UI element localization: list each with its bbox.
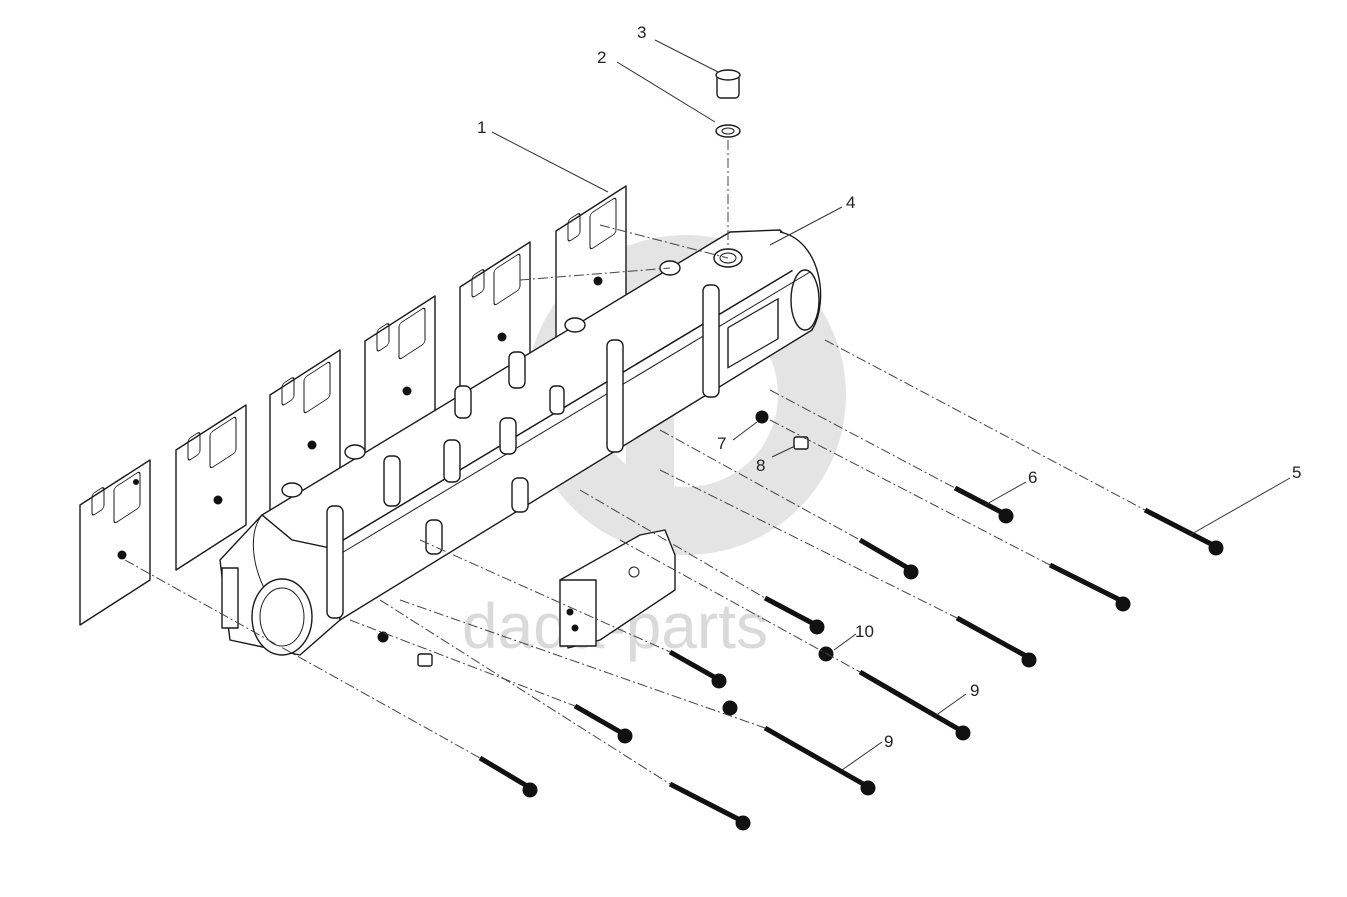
bolt [955,615,1037,668]
callout-9b: 9 [884,732,893,751]
bolt [858,537,919,580]
stud-8 [793,436,809,450]
stud [417,653,433,667]
bolts [377,410,1224,831]
callout-10: 10 [855,622,874,641]
bolt [668,649,727,689]
nut [377,631,389,643]
bolt-9 [858,669,971,741]
callout-3: 3 [637,23,646,42]
bolt-6 [953,485,1014,524]
washer [715,124,741,138]
nut [722,700,738,716]
nut-7 [755,410,769,424]
bolt [1048,562,1131,612]
callout-9a: 9 [970,681,979,700]
callout-6: 6 [1028,468,1037,487]
gasket [175,404,247,571]
exhaust-manifold [219,229,822,656]
bolt [668,781,751,831]
nut-10 [818,646,834,662]
callout-2: 2 [597,48,606,67]
gasket [79,459,151,626]
bolt [763,595,825,635]
callout-5: 5 [1292,463,1301,482]
bolt [573,703,633,744]
gaskets [79,185,627,626]
bolt [478,755,538,798]
callouts: 3 2 1 4 5 6 7 8 9 9 10 [477,23,1301,751]
assembly-lines [124,140,1146,785]
bolt-5 [1143,507,1224,556]
callout-8: 8 [756,456,765,475]
callout-leaders [491,39,1291,771]
callout-7: 7 [717,434,726,453]
manifold-bosses [326,284,779,619]
callout-4: 4 [846,193,855,212]
bracket [559,529,676,649]
bolt-9 [763,725,876,796]
callout-1: 1 [477,118,486,137]
plug-assembly [715,69,741,138]
